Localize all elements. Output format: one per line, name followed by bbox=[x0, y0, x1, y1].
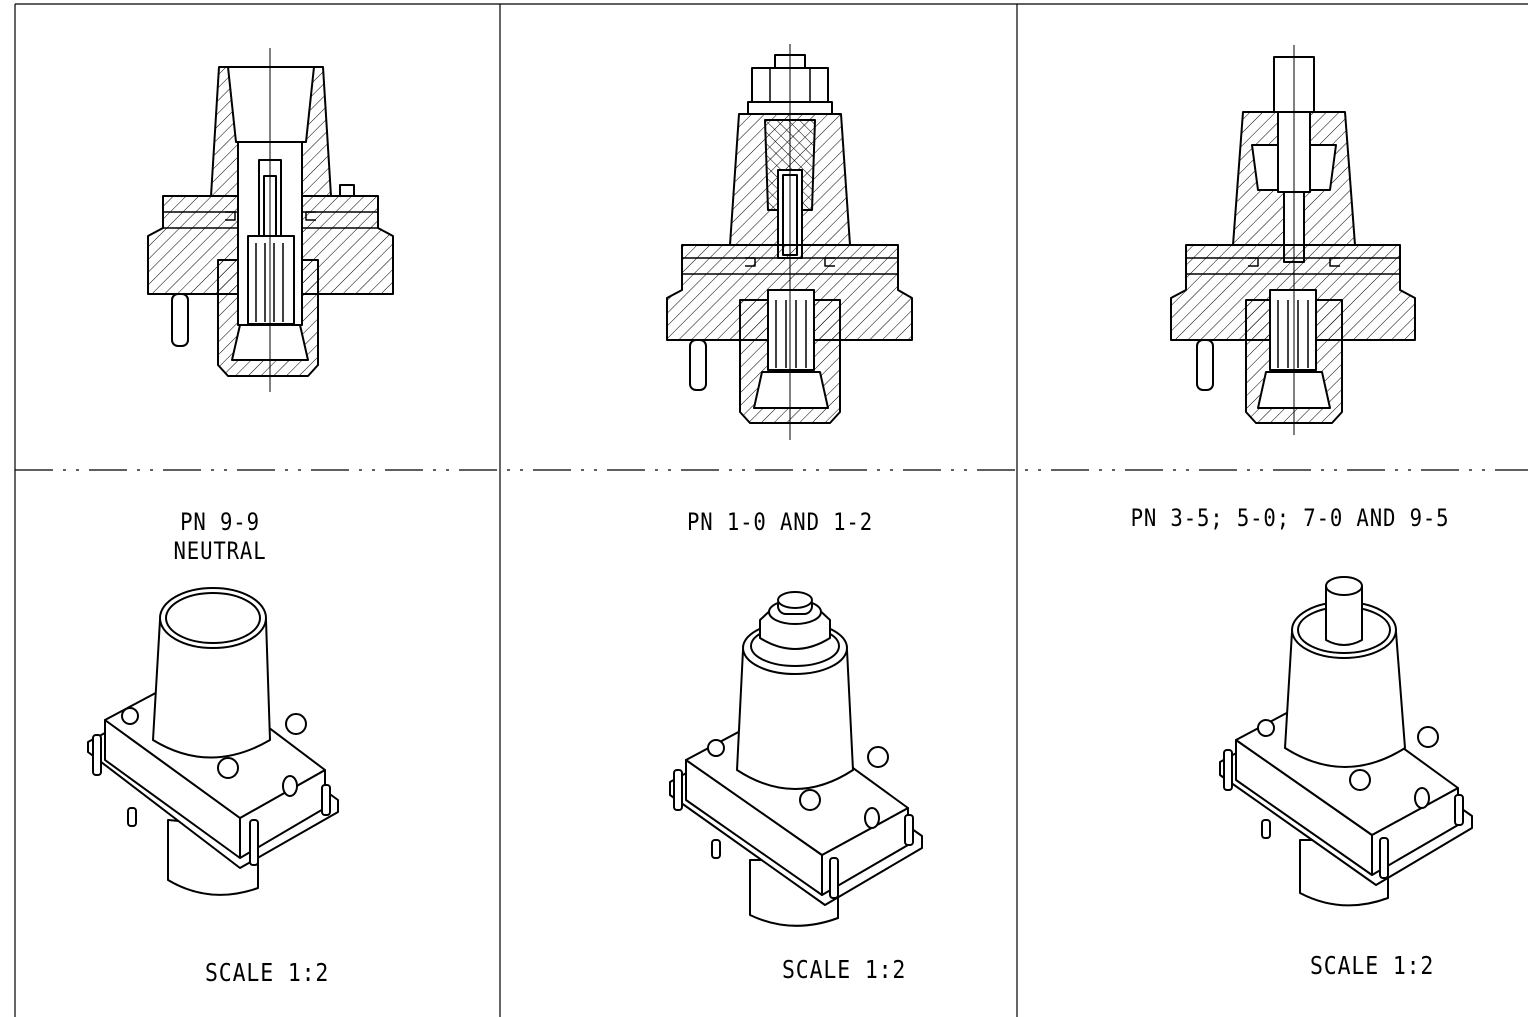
view-title-c-line-1: PN 3-5; 5-0; 7-0 AND 9-5 bbox=[1130, 504, 1450, 532]
view-title-b: PN 1-0 AND 1-2 bbox=[642, 508, 917, 537]
view-title-a: PN 9-9 NEUTRAL bbox=[125, 508, 314, 566]
section-view-a bbox=[147, 48, 394, 392]
view-title-b-line-1: PN 1-0 AND 1-2 bbox=[686, 508, 874, 536]
scale-label-b: SCALE 1:2 bbox=[782, 955, 907, 984]
isometric-view-c bbox=[1219, 576, 1473, 907]
section-view-c bbox=[1170, 45, 1416, 435]
sheet-frame bbox=[14, 3, 1528, 1017]
scale-label-c: SCALE 1:2 bbox=[1310, 951, 1435, 980]
section-view-b bbox=[666, 44, 913, 440]
view-title-c: PN 3-5; 5-0; 7-0 AND 9-5 bbox=[1127, 504, 1454, 533]
isometric-view-a bbox=[87, 587, 339, 896]
view-title-a-line-2: NEUTRAL bbox=[173, 537, 267, 565]
scale-label-a: SCALE 1:2 bbox=[205, 958, 330, 987]
view-title-a-line-1: PN 9-9 bbox=[180, 508, 260, 536]
isometric-view-b bbox=[669, 591, 923, 927]
